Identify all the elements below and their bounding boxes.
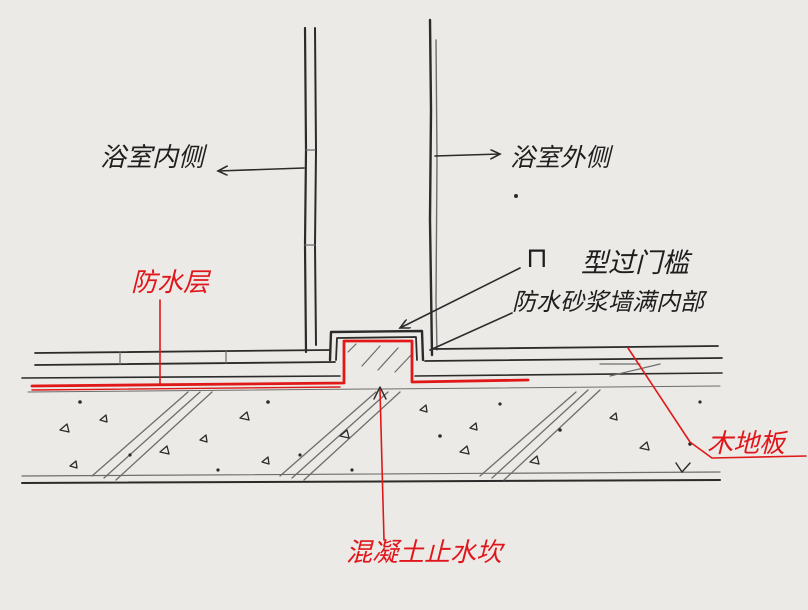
wood-floor-tick (675, 462, 691, 473)
waterproof-mortar-label: 防水砂浆墙满内部 (512, 288, 704, 316)
partition-wall-left (303, 26, 317, 354)
floor-finish-left (34, 349, 336, 366)
bathroom-outside-label: 浴室外侧 (510, 143, 611, 172)
curb-leader (379, 389, 385, 541)
waterproof-layer-label: 防水层 (131, 268, 210, 298)
partition-wall-right (428, 18, 438, 357)
outside-arrow (434, 154, 500, 156)
bathroom-inside-label: 浴室内侧 (100, 143, 205, 173)
door-threshold (328, 329, 425, 373)
wood-floor-label: 木地板 (707, 429, 786, 459)
concrete-slab (21, 194, 721, 484)
mortar-leader (429, 312, 513, 351)
waterproof-membrane (30, 339, 530, 391)
threshold-type-label: 型过门槛 (581, 248, 689, 279)
threshold-symbol: ⊓ (526, 241, 548, 274)
wood-floor-leader (627, 347, 807, 459)
curb-leader-arrow (373, 386, 387, 400)
inside-arrow (218, 168, 305, 171)
threshold-leader (400, 267, 521, 329)
water-stop-curb-label: 混凝土止水坎 (346, 538, 503, 568)
screed-layer (21, 372, 723, 393)
floor-finish-right (424, 345, 723, 362)
